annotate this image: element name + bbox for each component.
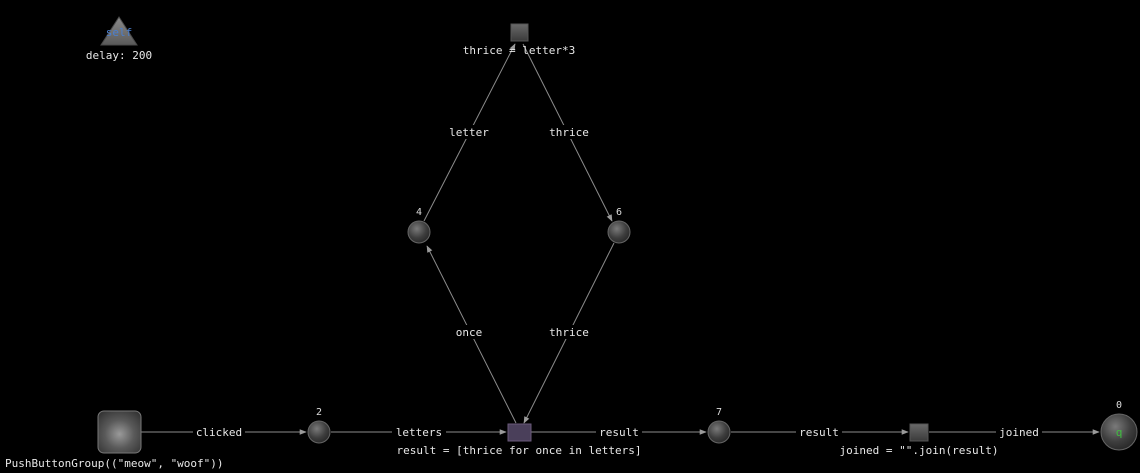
output-node-glyph: q xyxy=(1116,426,1123,439)
node-7[interactable]: 7 xyxy=(707,407,731,444)
join-node-caption: joined = "".join(result) xyxy=(840,444,999,457)
output-node[interactable]: q 0 xyxy=(1100,400,1138,451)
edge-result-b: result xyxy=(731,425,909,439)
node-6[interactable]: 6 xyxy=(607,207,631,244)
self-node-label: self xyxy=(106,26,133,39)
edge-label-joined: joined xyxy=(999,426,1039,439)
push-button-caption: PushButtonGroup(("meow", "woof")) xyxy=(5,457,224,470)
circle-node-icon xyxy=(707,420,731,444)
node-7-number: 7 xyxy=(716,407,722,418)
edge-label-once: once xyxy=(456,326,483,339)
triple-node[interactable]: thrice = letter*3 xyxy=(463,23,576,57)
map-node-icon xyxy=(507,423,532,442)
square-node-icon xyxy=(909,423,929,442)
edge-once: once xyxy=(426,245,517,424)
edge-label-thrice-down: thrice xyxy=(549,326,589,339)
triangle-icon xyxy=(100,16,138,46)
output-circle-icon xyxy=(1100,413,1138,451)
edge-label-letter: letter xyxy=(449,126,489,139)
edge-label-clicked: clicked xyxy=(196,426,242,439)
triple-node-caption: thrice = letter*3 xyxy=(463,44,576,57)
node-2-number: 2 xyxy=(316,407,322,418)
square-node-icon xyxy=(510,23,529,42)
push-button-node[interactable]: PushButtonGroup(("meow", "woof")) xyxy=(5,410,224,470)
edge-label-letters: letters xyxy=(396,426,442,439)
circle-node-icon xyxy=(407,220,431,244)
edge-thrice-down: thrice xyxy=(523,242,615,424)
edge-label-result-b: result xyxy=(799,426,839,439)
self-node[interactable]: self delay: 200 xyxy=(86,16,152,62)
node-4-number: 4 xyxy=(416,207,422,218)
node-4[interactable]: 4 xyxy=(407,207,431,244)
node-2[interactable]: 2 xyxy=(307,407,331,444)
edge-letters: letters xyxy=(331,425,507,439)
edge-label-result-a: result xyxy=(599,426,639,439)
map-node[interactable]: result = [thrice for once in letters] xyxy=(396,423,642,457)
edge-letter: letter xyxy=(423,43,516,222)
edge-joined: joined xyxy=(929,425,1100,439)
circle-node-icon xyxy=(307,420,331,444)
edge-result-a: result xyxy=(531,425,707,439)
node-6-number: 6 xyxy=(616,207,622,218)
circle-node-icon xyxy=(607,220,631,244)
output-node-number: 0 xyxy=(1116,400,1122,411)
edge-clicked: clicked xyxy=(141,425,307,439)
push-button-icon xyxy=(97,410,142,454)
join-node[interactable]: joined = "".join(result) xyxy=(840,423,999,457)
edge-label-thrice-up: thrice xyxy=(549,126,589,139)
self-node-caption: delay: 200 xyxy=(86,49,152,62)
edge-thrice-up: thrice xyxy=(522,43,613,222)
map-node-caption: result = [thrice for once in letters] xyxy=(396,444,641,457)
